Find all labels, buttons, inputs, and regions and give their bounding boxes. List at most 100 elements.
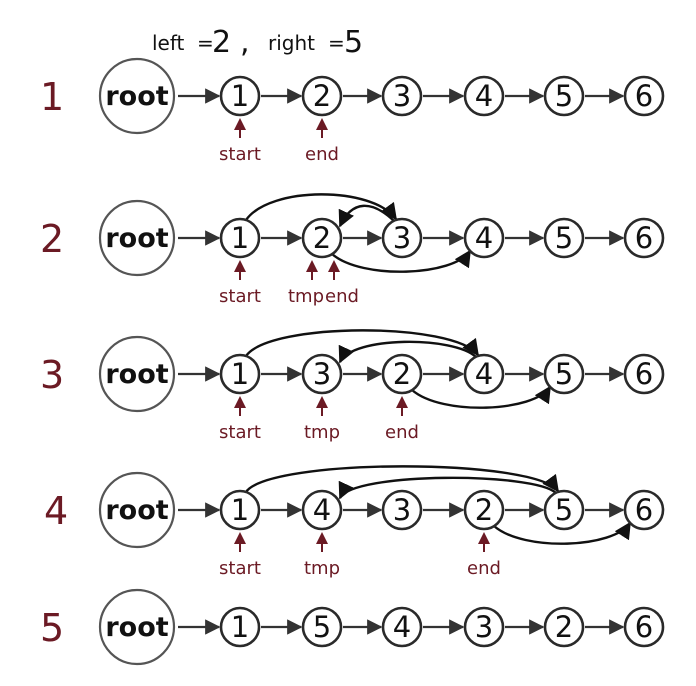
- node-value: 3: [313, 357, 331, 391]
- step-row-4: 4 root 1 4 3 2 5 6 start tmp end: [44, 465, 665, 579]
- list-node: [543, 489, 585, 531]
- title: left = 2 , right = 5: [152, 25, 363, 60]
- list-node: [381, 353, 423, 395]
- list-node: [463, 606, 505, 648]
- node-value: 5: [555, 357, 573, 391]
- node-value: 2: [393, 357, 411, 391]
- root-node: [98, 199, 176, 277]
- pointer-label-tmp: tmp: [288, 286, 324, 307]
- root-node: [98, 588, 176, 666]
- node-value: 2: [475, 493, 493, 527]
- root-label: root: [105, 495, 168, 526]
- root-node: [98, 335, 176, 413]
- rewired-link-arrow: [493, 521, 632, 545]
- node-value: 3: [393, 221, 411, 255]
- node-value: 6: [635, 221, 653, 255]
- step-number: 1: [40, 75, 64, 119]
- list-node: [543, 75, 585, 117]
- right-label: right: [268, 31, 315, 55]
- list-node: [623, 489, 665, 531]
- list-node: [301, 217, 343, 259]
- step-row-3: 3 root 1 3 2 4 5 6 start tmp end: [40, 329, 665, 443]
- list-node: [301, 353, 343, 395]
- node-value: 3: [475, 610, 493, 644]
- pointer-label-start: start: [219, 286, 261, 307]
- title-separator: ,: [240, 25, 250, 60]
- node-value: 4: [475, 79, 493, 113]
- node-value: 4: [313, 493, 331, 527]
- list-node: [219, 489, 261, 531]
- pointer-label-start: start: [219, 558, 261, 579]
- rewired-link-arrow: [338, 204, 395, 228]
- node-value: 1: [231, 493, 249, 527]
- step-number: 5: [40, 606, 64, 650]
- list-node: [301, 75, 343, 117]
- rewired-link-arrow: [411, 385, 552, 409]
- pointer-label-tmp: tmp: [304, 422, 340, 443]
- list-node: [381, 489, 423, 531]
- rewired-link-arrow: [245, 465, 559, 493]
- node-value: 5: [555, 493, 573, 527]
- list-node: [381, 217, 423, 259]
- root-label: root: [105, 612, 168, 643]
- list-node: [219, 353, 261, 395]
- left-equals: =: [197, 31, 214, 55]
- pointer-label-end: end: [467, 558, 501, 579]
- pointer-label-end: end: [305, 144, 339, 165]
- list-node: [623, 217, 665, 259]
- step-number: 4: [44, 489, 68, 533]
- root-label: root: [105, 81, 168, 112]
- rewired-link-arrow: [331, 249, 472, 273]
- pointer-label-start: start: [219, 144, 261, 165]
- node-value: 5: [555, 79, 573, 113]
- node-value: 4: [475, 221, 493, 255]
- list-node: [463, 75, 505, 117]
- list-node: [543, 353, 585, 395]
- root-label: root: [105, 223, 168, 254]
- node-value: 2: [555, 610, 573, 644]
- rewired-link-arrow: [338, 340, 477, 364]
- list-node: [623, 606, 665, 648]
- pointer-label-end: end: [385, 422, 419, 443]
- rewired-link-arrow: [245, 193, 397, 221]
- node-value: 6: [635, 79, 653, 113]
- node-value: 5: [555, 221, 573, 255]
- step-number: 3: [40, 353, 64, 397]
- root-node: [98, 57, 176, 135]
- left-value: 2: [212, 25, 231, 60]
- node-value: 2: [313, 221, 331, 255]
- pointer-label-tmp: tmp: [304, 558, 340, 579]
- node-value: 6: [635, 493, 653, 527]
- list-node: [381, 606, 423, 648]
- node-value: 6: [635, 610, 653, 644]
- node-value: 3: [393, 493, 411, 527]
- node-value: 2: [313, 79, 331, 113]
- left-label: left: [152, 31, 185, 55]
- rewired-link-arrow: [245, 329, 479, 357]
- node-value: 3: [393, 79, 411, 113]
- list-node: [219, 606, 261, 648]
- root-node: [98, 471, 176, 549]
- pointer-label-end: end: [325, 286, 359, 307]
- list-node: [543, 217, 585, 259]
- node-value: 5: [313, 610, 331, 644]
- step-number: 2: [40, 217, 64, 261]
- node-value: 4: [475, 357, 493, 391]
- list-node: [219, 217, 261, 259]
- root-label: root: [105, 359, 168, 390]
- node-value: 1: [231, 357, 249, 391]
- pointer-label-start: start: [219, 422, 261, 443]
- node-value: 6: [635, 357, 653, 391]
- list-node: [381, 75, 423, 117]
- list-node: [463, 217, 505, 259]
- list-node: [301, 489, 343, 531]
- list-node: [623, 75, 665, 117]
- list-node: [543, 606, 585, 648]
- list-node: [301, 606, 343, 648]
- list-node: [463, 353, 505, 395]
- list-node: [463, 489, 505, 531]
